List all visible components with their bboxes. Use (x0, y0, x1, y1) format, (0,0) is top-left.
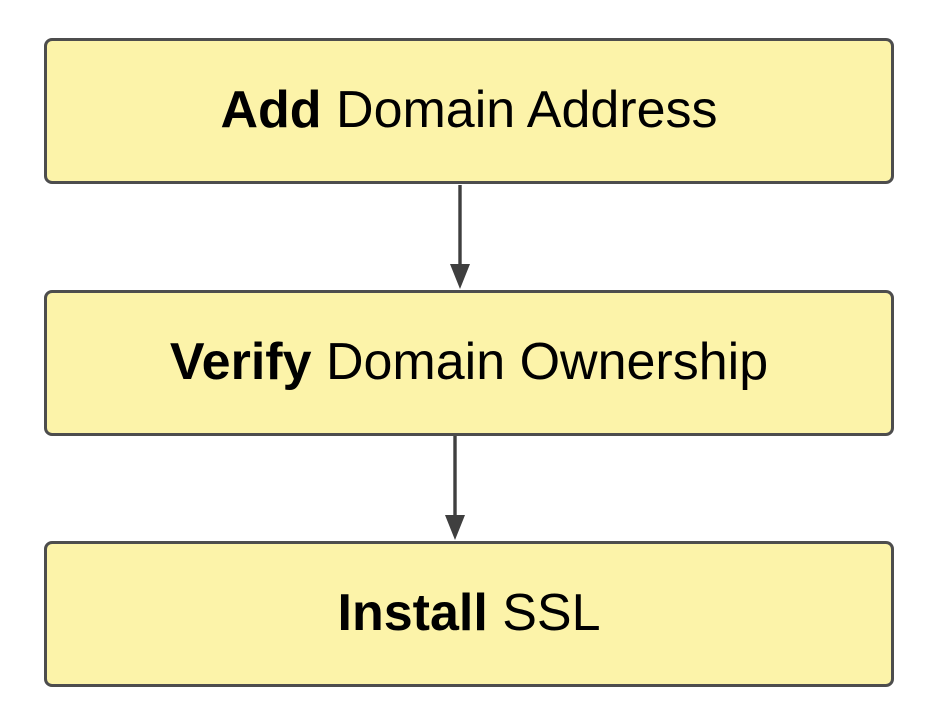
connector-arrow-down-1 (450, 185, 470, 289)
node-label-bold: Verify (169, 333, 312, 392)
node-label-bold: Add (220, 81, 322, 140)
arrowhead-icon (450, 264, 470, 289)
arrowhead-icon (445, 515, 465, 540)
flowchart-node-install-ssl: Install SSL (44, 541, 894, 687)
node-label: Install SSL (338, 585, 601, 642)
node-label-rest: Domain Ownership (311, 333, 769, 392)
node-label: Verify Domain Ownership (170, 334, 768, 391)
connector-arrow-down-2 (445, 436, 465, 540)
flowchart-node-add-domain-address: Add Domain Address (44, 38, 894, 184)
node-label: Add Domain Address (220, 82, 717, 139)
node-label-rest: Domain Address (321, 81, 718, 140)
flowchart-node-verify-domain-ownership: Verify Domain Ownership (44, 290, 894, 436)
node-label-bold: Install (337, 584, 488, 643)
node-label-rest: SSL (487, 584, 601, 643)
